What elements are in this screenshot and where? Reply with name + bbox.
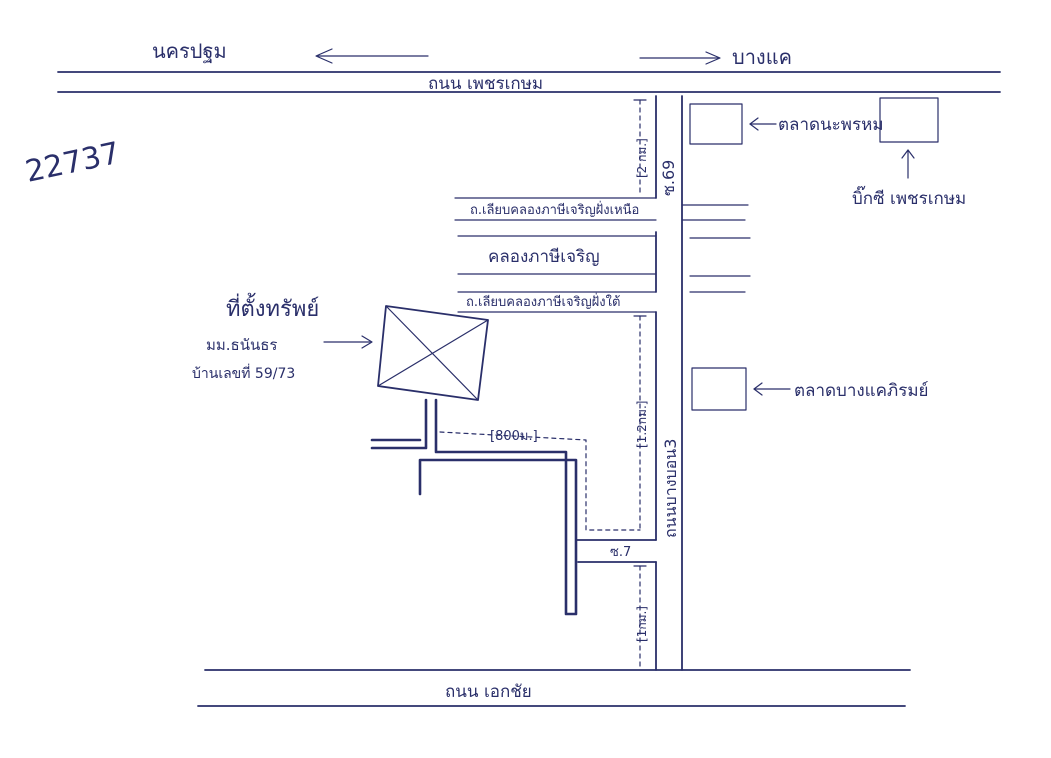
dimension-soi-distance-label: [1.2กม.] [635,401,649,448]
property-house-number: บ้านเลขที่ 59/73 [192,364,295,382]
canal-south-road-label: ถ.เลียบคลองภาษีเจริญฝั่งใต้ [466,293,620,310]
market-label: ตลาดบางแคภิรมย์ [794,381,929,401]
arrow-to-hospital-icon [749,117,777,131]
canal-name-label: คลองภาษีเจริญ [488,247,600,267]
dimension-inner-road [439,431,641,531]
arrow-left-icon [315,48,429,64]
canal-north-road-label: ถ.เลียบคลองภาษีเจริญฝั่งเหนือ [470,201,639,218]
direction-east-label: บางแค [732,45,792,69]
road-vertical [655,95,683,671]
arrow-to-market-icon [753,382,791,396]
dimension-soi-distance [633,315,647,531]
road-top-label: ถนน เพชรเกษม [428,74,543,94]
canal-lines [454,197,751,313]
bigc-box [879,97,939,143]
arrow-right-icon [639,51,721,65]
road-top [57,71,1001,93]
soi-7-lines [575,539,657,563]
arrow-to-property-icon [323,335,373,349]
dimension-soi69-label: [2 กม.] [635,138,649,178]
inner-road [370,398,578,616]
property-marker-icon [377,305,489,401]
reference-number: 22737 [22,136,123,190]
hospital-box [689,103,743,145]
arrow-to-bigc-icon [901,149,915,179]
direction-west-label: นครปฐม [152,39,227,63]
property-village: มม.ธนันธร [206,336,277,354]
bigc-label: บิ๊กซี เพชรเกษม [852,185,966,209]
dimension-soi7-lower [633,565,647,669]
market-box [691,367,747,411]
dimension-soi69 [633,99,647,197]
dimension-inner-road-label: [800ม.] [490,429,538,444]
soi-69-label: ซ.69 [659,160,678,196]
property-title: ที่ตั้งทรัพย์ [226,293,319,322]
road-bottom-label: ถนน เอกชัย [445,682,532,702]
hospital-label: ตลาดนะพรหม [778,115,884,135]
road-bottom [197,669,911,707]
dimension-soi7-lower-label: [1กม.] [635,606,649,642]
road-vertical-label: ถนนบางบอน3 [661,439,680,538]
soi-7-label: ซ.7 [610,545,631,560]
